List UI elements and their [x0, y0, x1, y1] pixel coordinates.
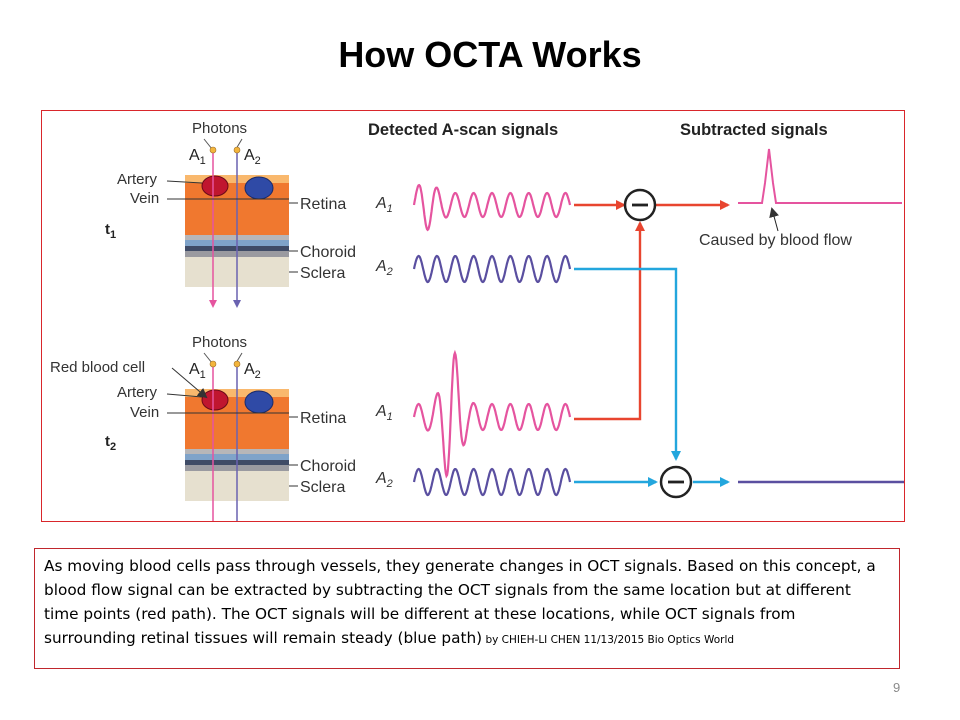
- vein-vessel-t1: [244, 176, 274, 200]
- slide-title: How OCTA Works: [338, 34, 642, 75]
- signal-wave-t1-a1: [412, 183, 572, 232]
- red-blood-cell-label: Red blood cell: [50, 359, 145, 376]
- caption-credit: by CHIEH-LI CHEN 11/13/2015 Bio Optics W…: [482, 634, 735, 646]
- subtracted-signal-red: [738, 148, 902, 204]
- photon-ray-t1-a1: [203, 138, 213, 150]
- artery-label-t1: Artery: [117, 171, 158, 188]
- vein-vessel-t2: [244, 390, 274, 414]
- time-label-t2: t2: [105, 433, 116, 453]
- red-path-a1-t2-to-subtract: [574, 221, 645, 421]
- photons-label-t1: Photons: [192, 120, 247, 137]
- photons-label-t2: Photons: [192, 334, 247, 351]
- subtract-operator-blue: [659, 465, 693, 499]
- page-number: 9: [893, 680, 901, 695]
- beam-a1-label-t1: A1: [189, 147, 206, 167]
- sclera-label-t2: Sclera: [300, 479, 345, 496]
- signal-wave-t2-a1: [412, 349, 572, 479]
- beam-a2-label-t1: A2: [244, 147, 261, 167]
- artery-vessel-t2: [201, 389, 229, 411]
- signal-a2-label-t2: A2: [375, 470, 393, 490]
- signal-wave-t2-a2: [412, 467, 572, 497]
- choroid-label-t1: Choroid: [300, 244, 356, 261]
- signal-wave-t1-a2: [412, 254, 572, 284]
- artery-leader-t1: [166, 180, 203, 184]
- blood-flow-annotation: Caused by blood flow: [699, 232, 852, 249]
- photon-dot-t2-a2: [233, 360, 241, 368]
- blood-flow-pointer: [769, 207, 779, 232]
- artery-vessel-t1: [201, 175, 229, 197]
- vein-label-t1: Vein: [130, 190, 159, 207]
- retina-label-t2: Retina: [300, 410, 346, 427]
- panel-t2: Photons A1 A2 Red blood cell Artery Vein…: [50, 334, 393, 521]
- vein-label-t2: Vein: [130, 404, 159, 421]
- choroid-label-t2: Choroid: [300, 458, 356, 475]
- signal-a1-label-t1: A1: [375, 195, 393, 215]
- photon-dot-t1-a1: [209, 146, 217, 154]
- red-blood-cell-pointer: [171, 367, 208, 399]
- photon-dot-t1-a2: [233, 146, 241, 154]
- retina-label-t1: Retina: [300, 196, 346, 213]
- blue-path-a2-t1-to-subtract: [574, 267, 681, 461]
- artery-leader-t2: [166, 393, 203, 398]
- photon-ray-t2-a1: [203, 352, 213, 364]
- time-label-t1: t1: [105, 221, 116, 241]
- octa-diagram-svg: Detected A-scan signals Subtracted signa…: [50, 120, 904, 521]
- octa-diagram: Detected A-scan signals Subtracted signa…: [41, 110, 905, 522]
- subtracted-header: Subtracted signals: [680, 121, 828, 139]
- panel-t1: Photons A1 A2 Artery Vein Retina Choroid…: [105, 120, 393, 308]
- beam-a2-label-t2: A2: [244, 361, 261, 381]
- artery-label-t2: Artery: [117, 384, 158, 401]
- sclera-label-t1: Sclera: [300, 265, 345, 282]
- beam-a1-label-t2: A1: [189, 361, 206, 381]
- signal-a1-label-t2: A1: [375, 403, 393, 423]
- subtract-operator-red: [623, 188, 657, 222]
- caption-box: As moving blood cells pass through vesse…: [34, 548, 900, 669]
- signal-a2-label-t1: A2: [375, 258, 393, 278]
- photon-dot-t2-a1: [209, 360, 217, 368]
- caption-text: As moving blood cells pass through vesse…: [44, 557, 876, 647]
- detected-header: Detected A-scan signals: [368, 121, 558, 139]
